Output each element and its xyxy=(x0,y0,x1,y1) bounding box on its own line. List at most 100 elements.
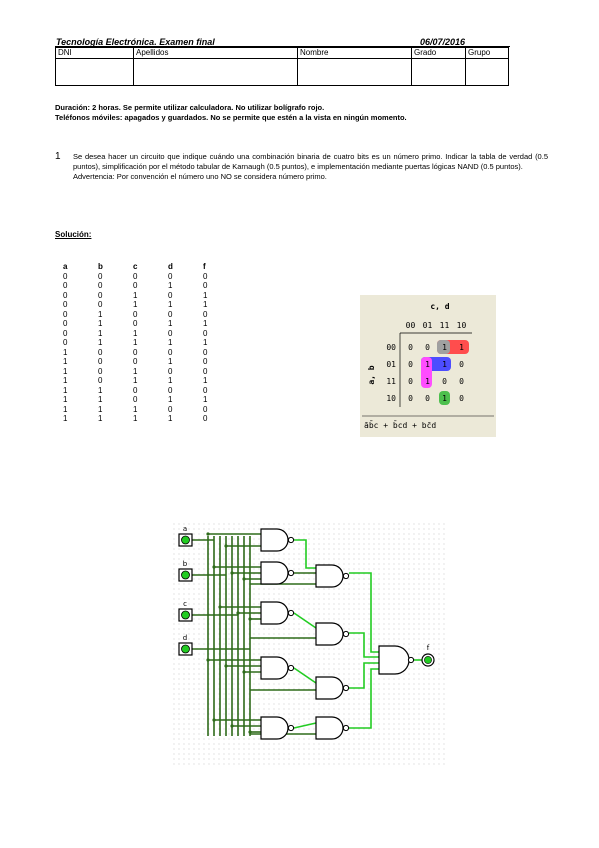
tt-cell: 1 xyxy=(98,319,103,328)
grid-dot xyxy=(318,593,320,595)
grid-dot xyxy=(223,523,225,525)
grid-dot xyxy=(308,613,310,615)
grid-dot xyxy=(293,593,295,595)
grid-dot xyxy=(388,623,390,625)
grid-dot xyxy=(443,553,445,555)
grid-dot xyxy=(333,713,335,715)
grid-dot xyxy=(373,568,375,570)
grid-dot xyxy=(433,583,435,585)
grid-dot xyxy=(443,603,445,605)
grid-dot xyxy=(193,733,195,735)
grid-dot xyxy=(198,608,200,610)
grid-dot xyxy=(368,648,370,650)
grid-dot xyxy=(288,578,290,580)
grid-dot xyxy=(258,683,260,685)
grid-dot xyxy=(263,523,265,525)
grid-dot xyxy=(198,703,200,705)
grid-dot xyxy=(263,698,265,700)
grid-dot xyxy=(298,588,300,590)
grid-dot xyxy=(273,703,275,705)
grid-dot xyxy=(353,663,355,665)
grid-dot xyxy=(403,558,405,560)
grid-dot xyxy=(293,568,295,570)
grid-dot xyxy=(418,603,420,605)
grid-dot xyxy=(343,553,345,555)
junction xyxy=(224,664,228,668)
grid-dot xyxy=(313,698,315,700)
grid-dot xyxy=(288,713,290,715)
grid-dot xyxy=(333,673,335,675)
grid-dot xyxy=(308,533,310,535)
grid-dot xyxy=(203,578,205,580)
grid-dot xyxy=(313,618,315,620)
grid-dot xyxy=(408,708,410,710)
grid-dot xyxy=(423,753,425,755)
grid-dot xyxy=(178,668,180,670)
grid-dot xyxy=(298,523,300,525)
grid-dot xyxy=(418,758,420,760)
tt-cell: 1 xyxy=(168,319,173,328)
grid-dot xyxy=(358,608,360,610)
grid-dot xyxy=(378,613,380,615)
grid-dot xyxy=(288,703,290,705)
grid-dot xyxy=(368,723,370,725)
grid-dot xyxy=(258,708,260,710)
grid-dot xyxy=(418,538,420,540)
grid-dot xyxy=(253,713,255,715)
grid-dot xyxy=(283,738,285,740)
grid-dot xyxy=(313,538,315,540)
grid-dot xyxy=(358,543,360,545)
grid-dot xyxy=(363,758,365,760)
grid-dot xyxy=(438,583,440,585)
grid-dot xyxy=(413,648,415,650)
grid-dot xyxy=(363,603,365,605)
grid-dot xyxy=(373,623,375,625)
grid-dot xyxy=(428,753,430,755)
grid-dot xyxy=(343,693,345,695)
grid-dot xyxy=(438,633,440,635)
grid-dot xyxy=(348,718,350,720)
tt-cell: 0 xyxy=(98,376,103,385)
header-rule xyxy=(55,46,510,47)
grid-dot xyxy=(253,568,255,570)
grid-dot xyxy=(338,743,340,745)
grid-dot xyxy=(418,683,420,685)
grid-dot xyxy=(363,753,365,755)
grid-dot xyxy=(343,738,345,740)
grid-dot xyxy=(208,743,210,745)
grid-dot xyxy=(388,638,390,640)
grid-dot xyxy=(423,748,425,750)
grid-dot xyxy=(208,753,210,755)
grid-dot xyxy=(258,728,260,730)
grid-dot xyxy=(263,653,265,655)
grid-dot xyxy=(193,663,195,665)
grid-dot xyxy=(343,668,345,670)
grid-dot xyxy=(193,718,195,720)
grid-dot xyxy=(353,678,355,680)
grid-dot xyxy=(223,703,225,705)
grid-dot xyxy=(353,523,355,525)
grid-dot xyxy=(423,653,425,655)
grid-dot xyxy=(283,703,285,705)
grid-dot xyxy=(343,533,345,535)
grid-dot xyxy=(183,583,185,585)
grid-dot xyxy=(198,728,200,730)
grid-dot xyxy=(223,618,225,620)
grid-dot xyxy=(428,638,430,640)
grid-dot xyxy=(268,708,270,710)
grid-dot xyxy=(328,743,330,745)
grid-dot xyxy=(433,758,435,760)
grid-dot xyxy=(203,533,205,535)
grid-dot xyxy=(383,683,385,685)
grid-dot xyxy=(428,718,430,720)
tt-cell: 0 xyxy=(98,300,103,309)
grid-dot xyxy=(353,603,355,605)
grid-dot xyxy=(363,523,365,525)
grid-dot xyxy=(323,763,325,765)
kmap-cell: 1 xyxy=(442,343,447,352)
grid-dot xyxy=(303,658,305,660)
grid-dot xyxy=(348,663,350,665)
grid-dot xyxy=(388,708,390,710)
grid-dot xyxy=(368,693,370,695)
grid-dot xyxy=(388,703,390,705)
